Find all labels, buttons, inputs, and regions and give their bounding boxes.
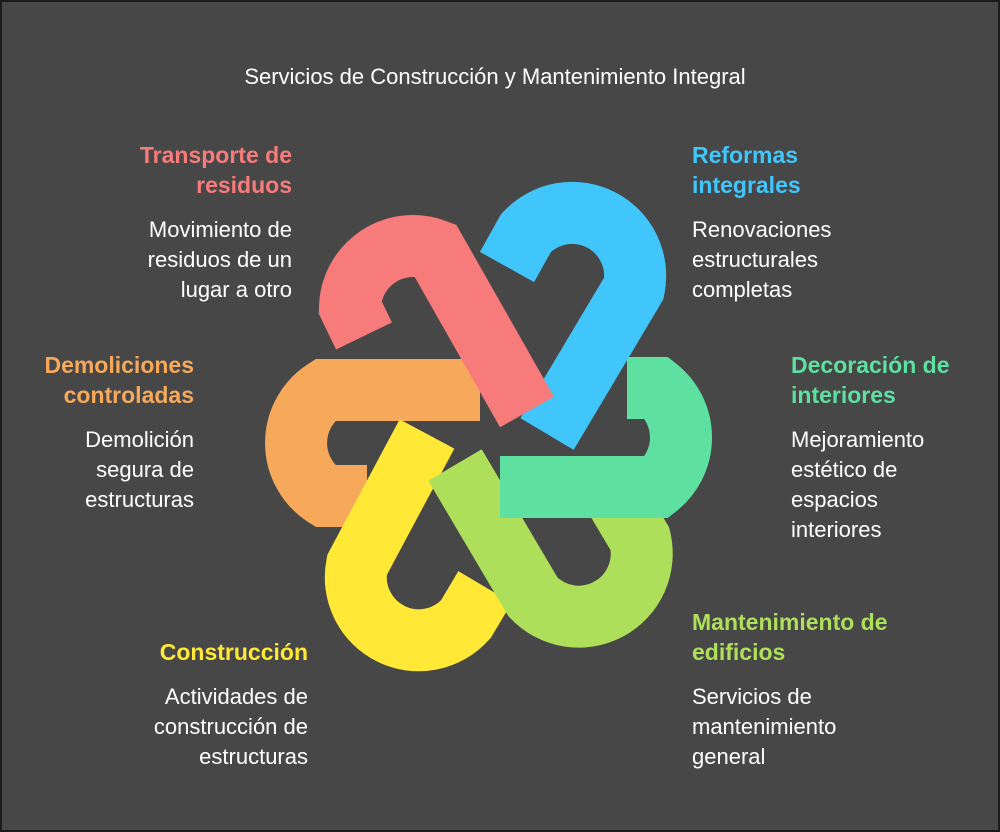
item-heading: Mantenimiento de edificios — [692, 609, 888, 665]
item-reformas: Reformas integrales Renovaciones estruct… — [692, 140, 831, 305]
item-description: Movimiento de residuos de un lugar a otr… — [147, 217, 292, 302]
item-description: Renovaciones estructurales completas — [692, 217, 832, 302]
item-description: Servicios de mantenimiento general — [692, 684, 837, 769]
diagram-title: Servicios de Construcción y Mantenimient… — [244, 64, 746, 89]
loop-transporte — [318, 215, 554, 428]
loop-decoracion — [500, 357, 712, 518]
item-heading: Decoración de interiores — [791, 352, 950, 408]
loop-demoliciones — [265, 359, 480, 527]
item-description: Mejoramiento estético de espacios interi… — [791, 427, 925, 542]
item-description: Demolición segura de estructuras — [85, 427, 194, 512]
item-heading: Transporte de residuos — [139, 142, 292, 198]
loop-mantenimiento — [428, 449, 673, 648]
item-heading: Reformas integrales — [692, 142, 801, 198]
item-demoliciones: Demoliciones controladas Demolición segu… — [44, 350, 194, 515]
item-heading: Demoliciones controladas — [44, 352, 194, 408]
item-mantenimiento: Mantenimiento de edificios Servicios de … — [692, 607, 888, 772]
item-construccion: Construcción Actividades de construcción… — [154, 637, 308, 772]
item-decoracion: Decoración de interiores Mejoramiento es… — [791, 350, 950, 545]
item-heading: Construcción — [159, 639, 308, 665]
loop-reformas — [479, 181, 667, 450]
loop-construccion — [324, 419, 512, 672]
item-description: Actividades de construcción de estructur… — [153, 684, 308, 769]
item-transporte: Transporte de residuos Movimiento de res… — [140, 140, 292, 305]
